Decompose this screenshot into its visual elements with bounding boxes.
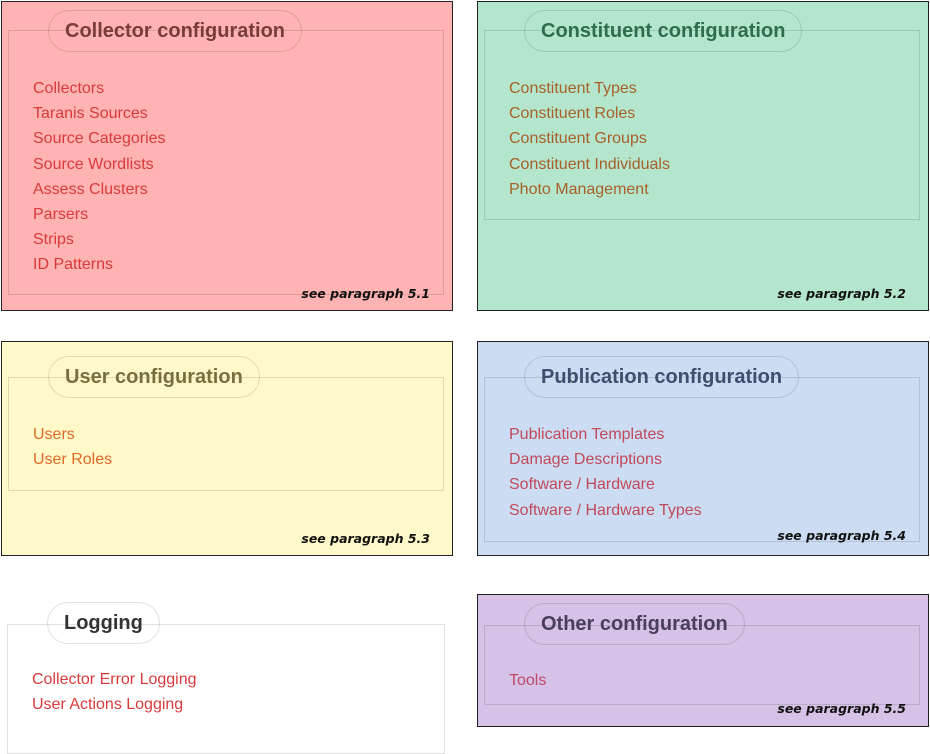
link-users[interactable]: Users (33, 426, 75, 443)
collector-configuration-panel: Collector configuration Collectors Taran… (1, 1, 453, 311)
paragraph-note: see paragraph 5.5 (777, 701, 906, 716)
panel-title: Other configuration (524, 603, 745, 645)
link-photo-management[interactable]: Photo Management (509, 180, 649, 198)
link-constituent-roles[interactable]: Constituent Roles (509, 105, 636, 123)
link-constituent-individuals[interactable]: Constituent Individuals (509, 155, 670, 173)
link-id-patterns[interactable]: ID Patterns (33, 256, 114, 274)
link-source-wordlists[interactable]: Source Wordlists (33, 155, 154, 173)
link-list: Collectors Taranis Sources Source Catego… (33, 76, 166, 278)
panel-frame (484, 625, 920, 705)
panel-frame (8, 377, 444, 491)
panel-frame (484, 377, 920, 542)
link-software-hardware[interactable]: Software / Hardware (509, 476, 655, 494)
link-strips[interactable]: Strips (33, 231, 74, 249)
panel-title: Logging (47, 602, 160, 644)
link-collectors[interactable]: Collectors (33, 80, 105, 97)
paragraph-note: see paragraph 5.4 (777, 528, 906, 543)
link-list: Collector Error Logging User Actions Log… (32, 667, 197, 717)
publication-configuration-panel: Publication configuration Publication Te… (477, 341, 929, 556)
other-configuration-panel: Other configuration Tools see paragraph … (477, 594, 929, 727)
link-publication-templates[interactable]: Publication Templates (509, 426, 665, 443)
constituent-configuration-panel: Constituent configuration Constituent Ty… (477, 1, 929, 311)
link-parsers[interactable]: Parsers (33, 206, 89, 224)
link-list: Publication Templates Damage Description… (509, 422, 702, 523)
link-collector-error-logging[interactable]: Collector Error Logging (32, 671, 197, 688)
link-assess-clusters[interactable]: Assess Clusters (33, 180, 148, 198)
panel-title: Publication configuration (524, 356, 800, 398)
link-user-actions-logging[interactable]: User Actions Logging (32, 696, 184, 714)
panel-title: User configuration (48, 356, 260, 398)
link-source-categories[interactable]: Source Categories (33, 130, 166, 148)
link-list: Tools (509, 668, 546, 693)
paragraph-note: see paragraph 5.1 (301, 286, 430, 301)
link-user-roles[interactable]: User Roles (33, 451, 113, 469)
link-list: Constituent Types Constituent Roles Cons… (509, 76, 670, 202)
logging-panel: Logging Collector Error Logging User Act… (1, 588, 453, 754)
paragraph-note: see paragraph 5.3 (301, 531, 430, 546)
panel-title: Collector configuration (48, 10, 302, 52)
link-constituent-groups[interactable]: Constituent Groups (509, 130, 647, 148)
panel-frame (8, 30, 444, 295)
link-software-hardware-types[interactable]: Software / Hardware Types (509, 501, 702, 519)
link-tools[interactable]: Tools (509, 672, 547, 689)
paragraph-note: see paragraph 5.2 (777, 286, 906, 301)
panel-frame (484, 30, 920, 220)
link-damage-descriptions[interactable]: Damage Descriptions (509, 451, 662, 469)
link-taranis-sources[interactable]: Taranis Sources (33, 105, 148, 123)
link-list: Users User Roles (33, 422, 112, 472)
panel-title: Constituent configuration (524, 10, 803, 52)
user-configuration-panel: User configuration Users User Roles see … (1, 341, 453, 556)
link-constituent-types[interactable]: Constituent Types (509, 80, 637, 97)
